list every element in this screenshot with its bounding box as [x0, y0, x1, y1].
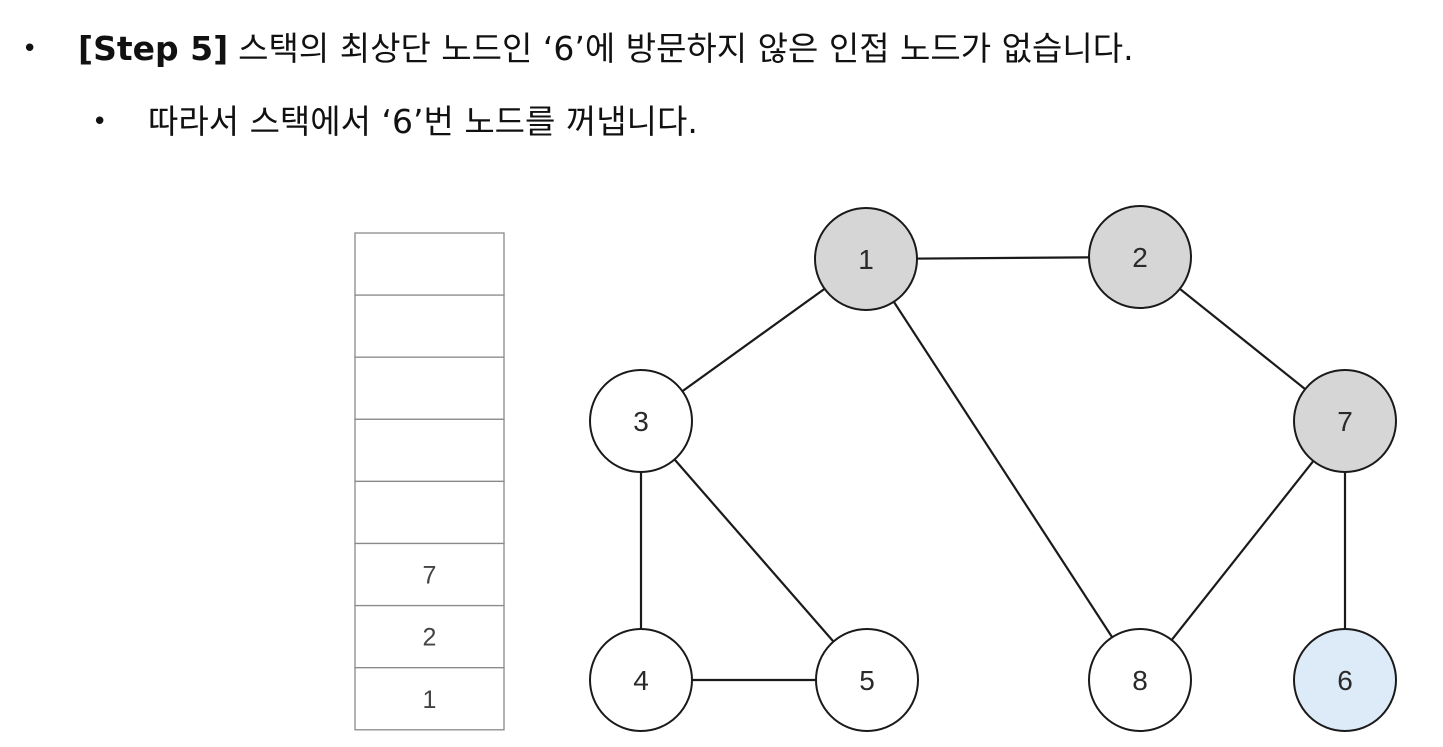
graph-edges: [639, 255, 1347, 682]
edge-3-5: [640, 420, 868, 681]
stack-slot-value: 7: [423, 562, 437, 590]
node-label: 3: [633, 406, 649, 437]
graph-node-5: 5: [815, 628, 919, 732]
stack-slot: [354, 542, 505, 607]
graph-node-4: 4: [589, 628, 693, 732]
step-label: [Step 5]: [78, 29, 229, 68]
stack-slot: [354, 480, 505, 545]
node-label: 1: [858, 244, 874, 275]
stack-slot: [354, 418, 505, 483]
node-label: 5: [859, 665, 875, 696]
graph-node-8: 8: [1088, 628, 1192, 732]
node-circle: [1293, 369, 1397, 473]
graph-node-7: 7: [1293, 369, 1397, 473]
bullet-sub-pop: • 따라서 스택에서 ‘6’번 노드를 꺼냅니다.: [92, 102, 698, 142]
node-circle: [1088, 628, 1192, 732]
graph-node-2: 2: [1088, 205, 1192, 309]
node-label: 2: [1132, 242, 1148, 273]
stack-slot-value: 2: [423, 624, 437, 652]
edge-7-8: [1139, 420, 1346, 681]
node-label: 6: [1337, 665, 1353, 696]
stack-slot: [354, 356, 505, 420]
pop-description: 따라서 스택에서 ‘6’번 노드를 꺼냅니다.: [148, 102, 698, 141]
stack-slot: [354, 604, 505, 669]
edge-1-8: [865, 258, 1141, 681]
graph-nodes: 1 2 3 7 4 5 8 6: [589, 205, 1397, 732]
step-description: 스택의 최상단 노드인 ‘6’에 방문하지 않은 인접 노드가 없습니다.: [238, 29, 1134, 68]
node-label: 7: [1337, 406, 1353, 437]
graph-node-3: 3: [589, 369, 693, 473]
stack-slot: [354, 232, 505, 296]
node-label: 4: [633, 665, 649, 696]
stack-slot: [354, 294, 505, 358]
node-circle: [589, 628, 693, 732]
node-label: 8: [1132, 665, 1148, 696]
node-circle: [589, 369, 693, 473]
stack-slot: [354, 667, 505, 731]
node-circle: [815, 628, 919, 732]
stack-slot-value: 1: [423, 686, 437, 714]
node-circle: [1088, 205, 1192, 309]
graph-node-6: 6: [1293, 628, 1397, 732]
graph-node-1: 1: [814, 207, 918, 311]
node-circle: [1293, 628, 1397, 732]
stack: 7 2 1: [354, 232, 505, 731]
bullet-dot: •: [92, 107, 108, 137]
bullet-step-5: • [Step 5] 스택의 최상단 노드인 ‘6’에 방문하지 않은 인접 노…: [22, 29, 1134, 69]
node-circle: [814, 207, 918, 311]
bullet-dot: •: [22, 34, 38, 64]
